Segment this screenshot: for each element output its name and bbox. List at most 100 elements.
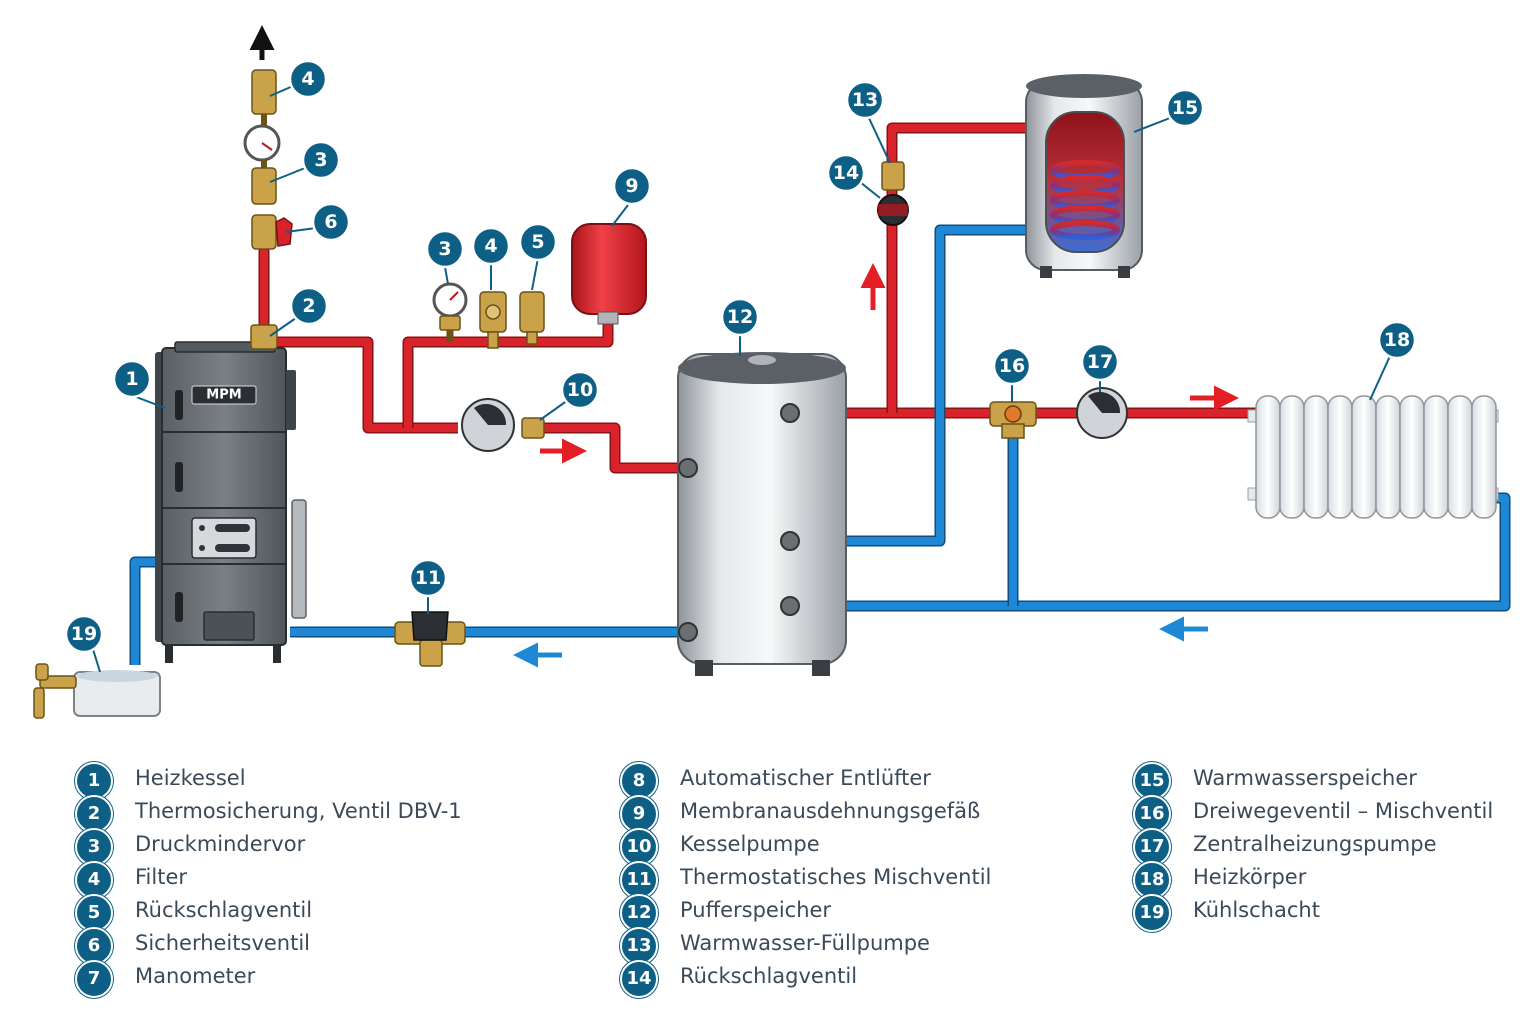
legend-label: Manometer xyxy=(135,964,256,988)
safety-valve-cap-icon xyxy=(275,217,293,247)
badge-expansion-vessel: 9 xyxy=(612,166,652,206)
svg-text:5: 5 xyxy=(531,231,544,253)
legend-number-badge: 7 xyxy=(75,960,113,998)
legend-number-badge: 8 xyxy=(620,762,658,800)
legend-item: 18 Heizkörper xyxy=(1133,861,1536,899)
pressure-reducer xyxy=(251,167,277,205)
legend-number-badge: 13 xyxy=(620,927,658,965)
svg-text:4: 4 xyxy=(301,68,314,90)
legend-label: Warmwasserspeicher xyxy=(1193,766,1417,790)
legend-label: Rückschlagventil xyxy=(135,898,313,922)
three-way-mixing-valve xyxy=(989,401,1037,439)
boiler-pump xyxy=(461,398,545,452)
legend-label: Automatischer Entlüfter xyxy=(680,766,931,790)
badge-pressure-reducer-top: 3 xyxy=(301,140,341,180)
legend-number-badge: 5 xyxy=(75,894,113,932)
legend-item: 14 Rückschlagventil xyxy=(620,960,1060,998)
legend-label: Pufferspeicher xyxy=(680,898,832,922)
badge-boiler-pump: 10 xyxy=(560,370,600,410)
legend-number-badge: 12 xyxy=(620,894,658,932)
safety-valve xyxy=(251,214,277,250)
central-heating-pump xyxy=(1076,387,1128,439)
legend-label: Kesselpumpe xyxy=(680,832,820,856)
svg-text:16: 16 xyxy=(999,355,1025,377)
svg-text:2: 2 xyxy=(302,295,315,317)
svg-text:13: 13 xyxy=(852,89,878,111)
svg-text:19: 19 xyxy=(71,623,97,645)
badge-buffer-tank: 12 xyxy=(720,297,760,337)
check-valve-mid xyxy=(519,291,545,333)
legend-label: Heizkörper xyxy=(1193,865,1307,889)
legend-label: Sicherheitsventil xyxy=(135,931,311,955)
boiler-brand-label: MPM xyxy=(206,388,241,403)
hot-water-tank xyxy=(1025,74,1143,278)
badge-dhw-check-valve: 14 xyxy=(826,153,866,193)
legend-label: Thermostatisches Mischventil xyxy=(680,865,992,889)
badge-pressure-reducer-mid: 3 xyxy=(425,229,465,269)
svg-text:15: 15 xyxy=(1172,97,1198,119)
legend-label: Membranausdehnungsgefäß xyxy=(680,799,981,823)
flow-arrows xyxy=(249,25,1239,668)
legend-number-badge: 14 xyxy=(620,960,658,998)
badge-filter-mid: 4 xyxy=(471,226,511,266)
radiator xyxy=(1247,395,1499,519)
safety-group xyxy=(243,69,293,350)
heating-schematic: MPM xyxy=(33,25,1511,719)
svg-text:9: 9 xyxy=(625,175,638,197)
svg-text:6: 6 xyxy=(324,211,337,233)
badge-safety-valve: 6 xyxy=(311,202,351,242)
legend-label: Zentralheizungspumpe xyxy=(1193,832,1437,856)
legend-number-badge: 10 xyxy=(620,828,658,866)
thermal-safety-valve xyxy=(250,324,278,350)
badge-mixing-valve: 11 xyxy=(408,558,448,598)
svg-text:14: 14 xyxy=(833,162,859,184)
faucet-icon xyxy=(39,675,77,689)
buffer-tank xyxy=(677,352,847,676)
legend-item: 19 Kühlschacht xyxy=(1133,894,1536,932)
svg-text:4: 4 xyxy=(484,235,497,257)
legend-label: Warmwasser-Füllpumpe xyxy=(680,931,930,955)
legend-item: 12 Pufferspeicher xyxy=(620,894,1060,932)
svg-text:3: 3 xyxy=(438,238,451,260)
legend-item: 10 Kesselpumpe xyxy=(620,828,1060,866)
legend-item: 7 Manometer xyxy=(75,960,515,998)
legend-label: Kühlschacht xyxy=(1193,898,1320,922)
legend-label: Filter xyxy=(135,865,188,889)
legend-item: 8 Automatischer Entlüfter xyxy=(620,762,1060,800)
svg-text:12: 12 xyxy=(727,306,753,328)
svg-text:11: 11 xyxy=(415,567,441,589)
hot-pipes xyxy=(258,122,1256,474)
thermostatic-mixing-valve xyxy=(394,611,466,667)
dhw-valves xyxy=(877,161,909,226)
legend-label: Rückschlagventil xyxy=(680,964,858,988)
legend-item: 13 Warmwasser-Füllpumpe xyxy=(620,927,1060,965)
badge-boiler: 1 xyxy=(112,359,152,399)
legend-number-badge: 19 xyxy=(1133,894,1171,932)
fitting-group-mid xyxy=(432,282,545,349)
svg-text:10: 10 xyxy=(567,379,593,401)
heating-boiler: MPM xyxy=(155,341,307,663)
cooling-shaft xyxy=(33,663,161,719)
legend-number-badge: 1 xyxy=(75,762,113,800)
svg-text:1: 1 xyxy=(125,368,138,390)
legend-label: Druckmindervor xyxy=(135,832,306,856)
badge-dhw-fill-pump: 13 xyxy=(845,80,885,120)
badge-filter-top: 4 xyxy=(288,59,328,99)
badge-radiator: 18 xyxy=(1377,320,1417,360)
dhw-fill-valve xyxy=(881,161,905,191)
badge-cooling-shaft: 19 xyxy=(64,614,104,654)
legend-number-badge: 18 xyxy=(1133,861,1171,899)
